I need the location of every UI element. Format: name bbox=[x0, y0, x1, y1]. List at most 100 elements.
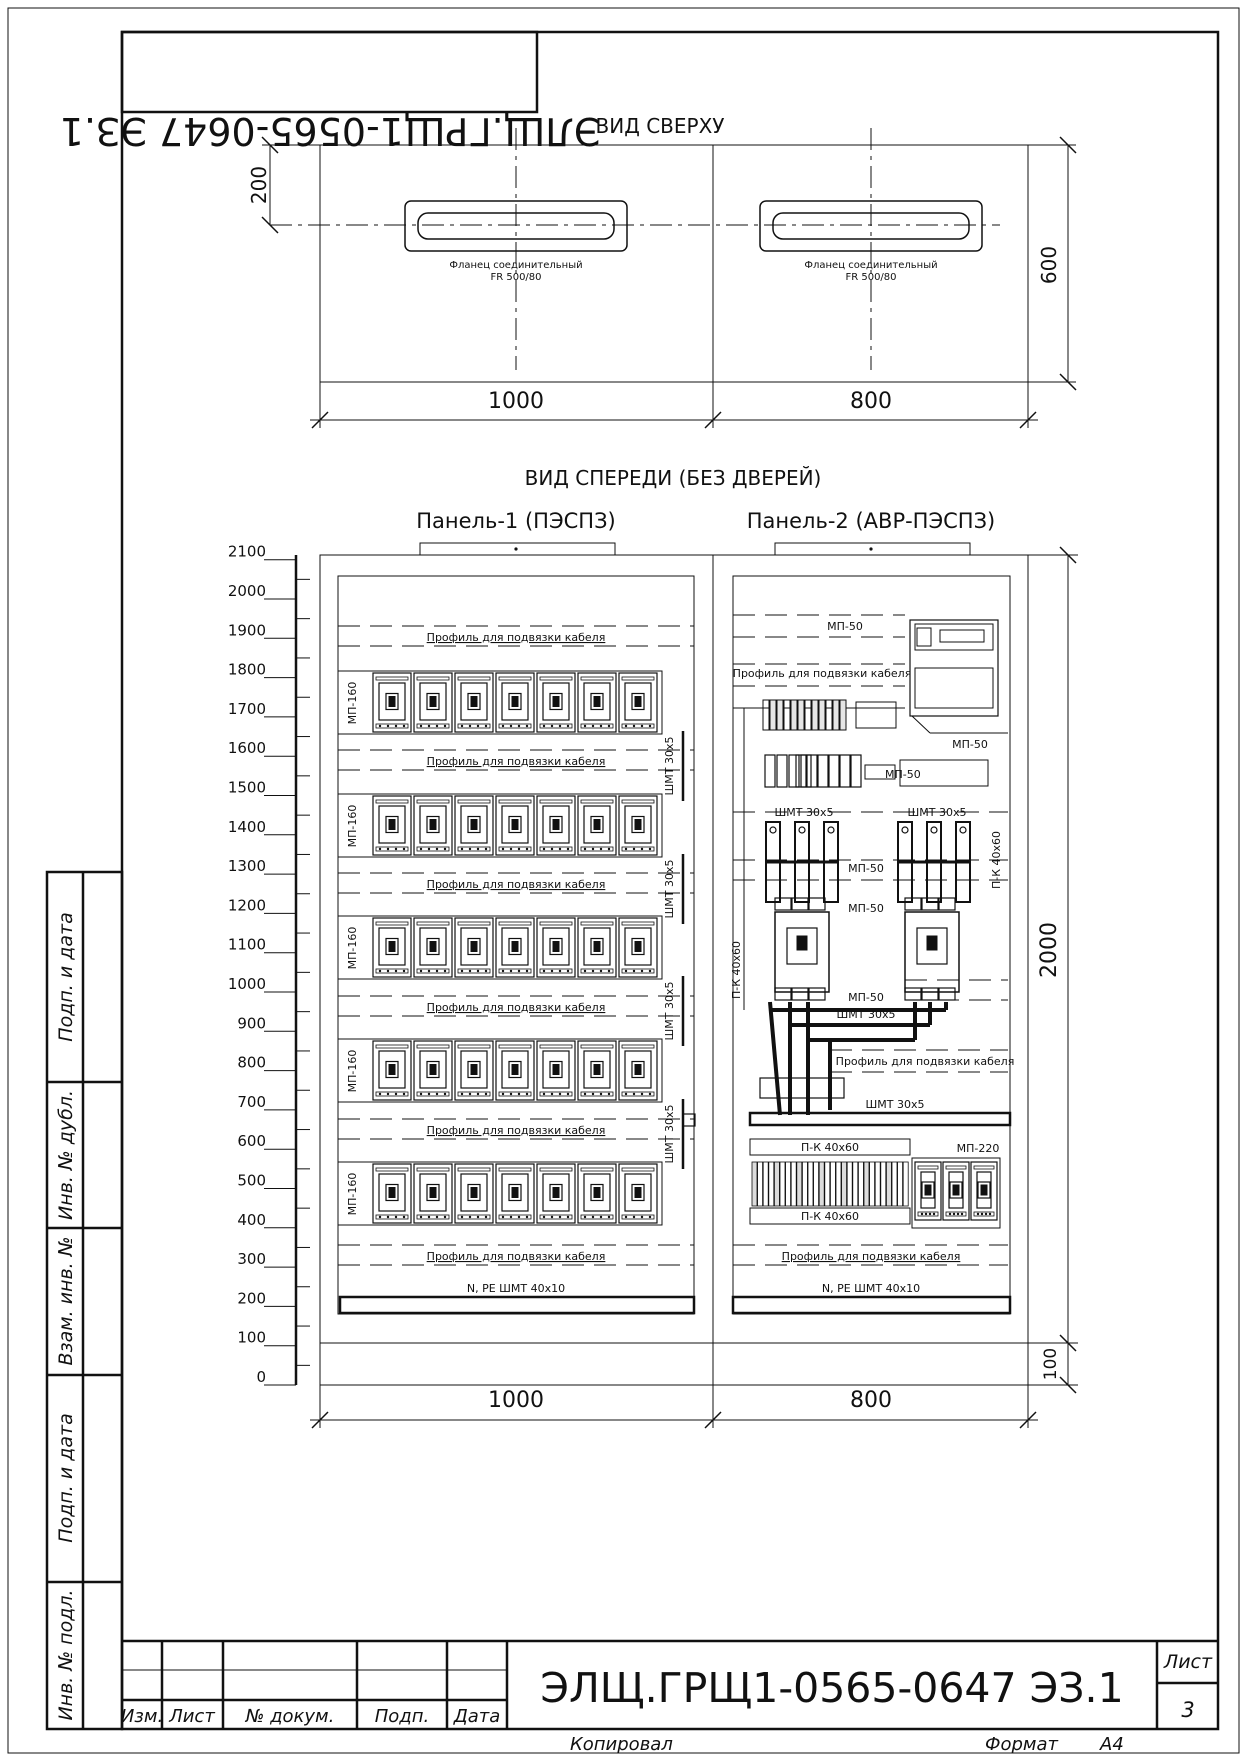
breaker-top-strip bbox=[580, 921, 614, 926]
scale-label-300: 300 bbox=[237, 1250, 266, 1268]
breaker-top-strip bbox=[498, 1167, 532, 1172]
breaker-terminal bbox=[402, 847, 406, 851]
breaker-handle bbox=[470, 1187, 478, 1198]
breaker-handle-frame bbox=[508, 1060, 522, 1079]
breaker-handle-frame bbox=[949, 1181, 963, 1199]
shmt30-label: ШМТ 30х5 bbox=[663, 860, 676, 919]
side-block: Подп. и дата Инв. № дубл. Взам. инв. № П… bbox=[45, 870, 124, 1731]
breaker-top-strip bbox=[498, 799, 532, 804]
breaker-terminal bbox=[517, 1092, 521, 1096]
cable-profile-label-lower: Профиль для подвязки кабеля bbox=[836, 1055, 1015, 1068]
breaker-top-strip bbox=[416, 1044, 450, 1049]
breaker bbox=[577, 795, 617, 856]
breaker-handle bbox=[634, 1064, 642, 1075]
breaker bbox=[495, 917, 535, 978]
scale-label-0: 0 bbox=[256, 1368, 266, 1386]
breaker-terminal bbox=[599, 969, 603, 973]
breaker-terminal bbox=[402, 1215, 406, 1219]
breaker-top-strip bbox=[973, 1165, 995, 1170]
breaker-handle-frame bbox=[590, 1183, 604, 1202]
breaker-handle-frame bbox=[590, 692, 604, 711]
breaker-body bbox=[419, 1050, 447, 1089]
breaker-terminal bbox=[932, 1212, 936, 1216]
terminal bbox=[921, 897, 939, 911]
breaker-top-strip bbox=[416, 676, 450, 681]
bolt-hole bbox=[798, 826, 806, 834]
breaker-terminal bbox=[624, 969, 628, 973]
breaker-row-frame bbox=[337, 1038, 663, 1103]
breaker-terminal bbox=[640, 1215, 644, 1219]
breaker-handle-frame bbox=[631, 1060, 645, 1079]
breaker-bottom-strip bbox=[416, 846, 450, 852]
breaker bbox=[454, 672, 494, 733]
terminal-block bbox=[858, 1161, 864, 1207]
breaker-handle-frame bbox=[631, 1183, 645, 1202]
breaker-handle bbox=[980, 1184, 988, 1196]
breaker-top-strip bbox=[621, 921, 655, 926]
breaker-terminal bbox=[460, 1092, 464, 1096]
shmt30-label: ШМТ 30х5 bbox=[663, 982, 676, 1041]
small-breaker bbox=[828, 754, 840, 788]
breaker bbox=[372, 795, 412, 856]
breaker-terminal bbox=[624, 847, 628, 851]
main-breaker-front bbox=[916, 927, 948, 965]
breaker-handle bbox=[429, 696, 437, 707]
breaker-top-strip bbox=[416, 921, 450, 926]
breaker-terminal bbox=[648, 724, 652, 728]
breaker bbox=[454, 917, 494, 978]
terminal bbox=[921, 987, 939, 1001]
breaker-body bbox=[378, 1050, 406, 1089]
breaker-handle bbox=[388, 696, 396, 707]
terminal-block bbox=[779, 1161, 786, 1207]
terminal-block bbox=[880, 1161, 887, 1207]
breaker-bottom-strip bbox=[498, 723, 532, 729]
breaker-terminal bbox=[558, 969, 562, 973]
mp50-label-top: МП-50 bbox=[827, 620, 863, 633]
breaker-handle-frame bbox=[508, 692, 522, 711]
breaker-terminal bbox=[468, 969, 472, 973]
breaker-terminal bbox=[542, 847, 546, 851]
breaker-body bbox=[583, 927, 611, 966]
breaker-handle-frame bbox=[549, 692, 563, 711]
breaker-terminal bbox=[640, 969, 644, 973]
breaker-top-strip bbox=[539, 1167, 573, 1172]
bolt-hole bbox=[769, 826, 777, 834]
terminal-block bbox=[852, 1161, 859, 1207]
shmt30-label-right: ШМТ 30х5 bbox=[908, 806, 967, 819]
mp160-label: МП-160 bbox=[346, 682, 359, 725]
breaker-handle-frame bbox=[508, 937, 522, 956]
breaker-terminal bbox=[435, 1092, 439, 1096]
scale-label-700: 700 bbox=[237, 1093, 266, 1111]
breaker-row-frame bbox=[337, 1161, 663, 1226]
interconnect-busbar bbox=[768, 1001, 782, 1116]
breaker-terminal bbox=[550, 1092, 554, 1096]
breaker bbox=[536, 1163, 576, 1224]
breaker bbox=[618, 1163, 658, 1224]
breaker-terminal bbox=[607, 1092, 611, 1096]
breaker-terminal bbox=[419, 1215, 423, 1219]
breaker-terminal bbox=[501, 969, 505, 973]
breaker-terminal bbox=[435, 1215, 439, 1219]
breaker-terminal bbox=[386, 847, 390, 851]
scale-label-1000: 1000 bbox=[228, 975, 266, 993]
breaker-terminal bbox=[427, 724, 431, 728]
breaker-terminal bbox=[599, 724, 603, 728]
breaker-terminal bbox=[394, 969, 398, 973]
breaker-terminal bbox=[607, 1215, 611, 1219]
breaker-top-strip bbox=[457, 676, 491, 681]
terminal-block bbox=[841, 1161, 847, 1207]
terminal-block bbox=[796, 1161, 803, 1207]
breaker-body bbox=[583, 1050, 611, 1089]
breaker-terminal bbox=[550, 724, 554, 728]
breaker bbox=[372, 672, 412, 733]
breaker-bottom-strip bbox=[580, 1214, 614, 1220]
breaker-terminal bbox=[599, 847, 603, 851]
small-breaker bbox=[788, 754, 800, 788]
front-dim-1000: 1000 bbox=[488, 1388, 544, 1413]
controller-display bbox=[914, 623, 994, 651]
mp160-label: МП-160 bbox=[346, 1050, 359, 1093]
stamp-code: ЭЛЩ.ГРЩ1-0565-0647 ЭЗ.1 bbox=[60, 109, 601, 153]
breaker-bottom-strip bbox=[917, 1211, 939, 1217]
breaker-terminal bbox=[386, 724, 390, 728]
terminal-block bbox=[790, 1161, 797, 1207]
